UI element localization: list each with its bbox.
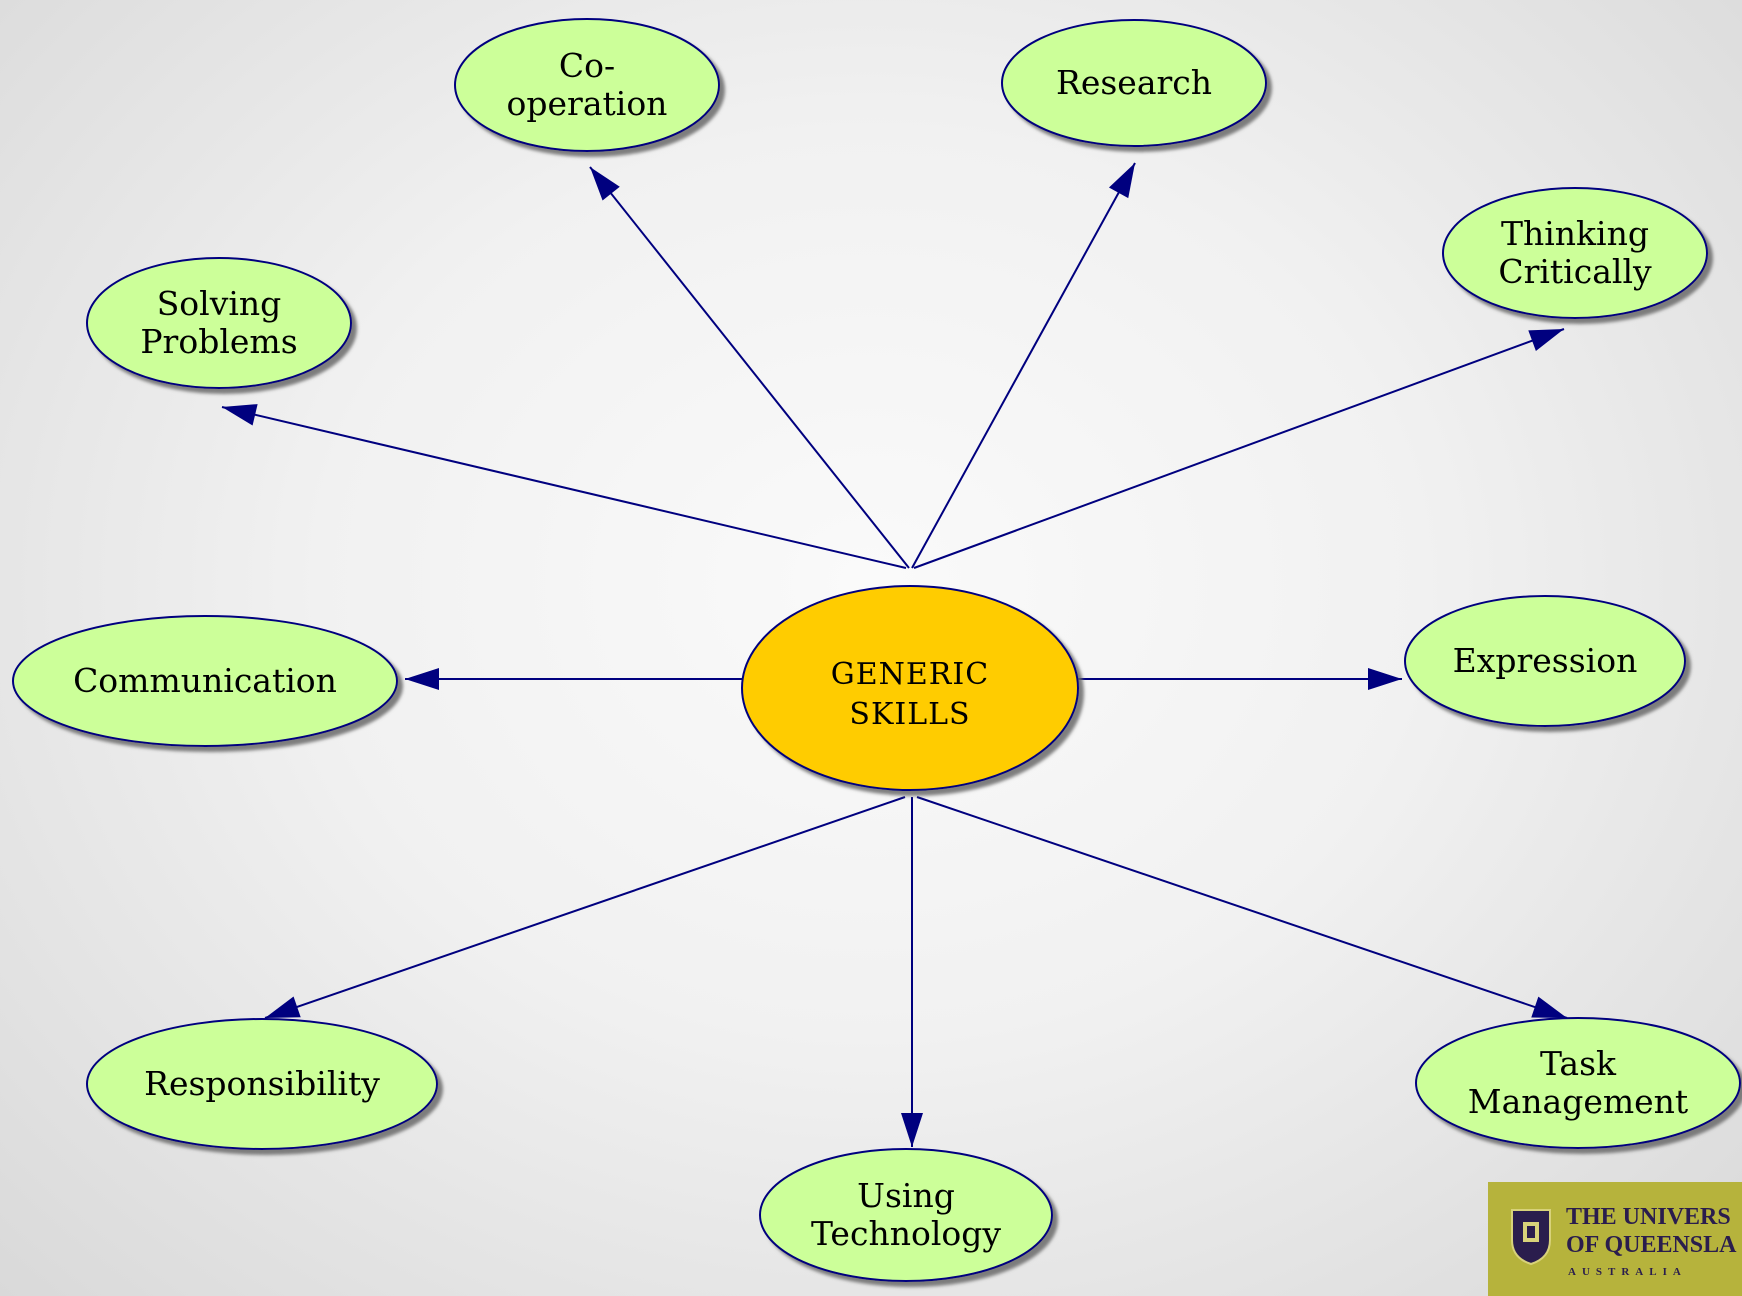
node-ellipse-research	[1001, 19, 1267, 147]
node-ellipse-expression	[1404, 595, 1686, 727]
node-label-thinking-critically-1: Thinking	[1501, 214, 1649, 253]
center-label-line1: GENERIC	[831, 657, 989, 692]
node-ellipse-task-management	[1415, 1017, 1741, 1149]
node-label-research-1: Research	[1056, 63, 1212, 102]
node-ellipse-thinking-critically	[1442, 187, 1708, 319]
arrowhead-using-technology	[901, 1113, 923, 1147]
node-ellipse-responsibility	[86, 1018, 438, 1150]
node-label-communication-1: Communication	[73, 661, 337, 700]
node-label-thinking-critically-2: Critically	[1498, 252, 1652, 291]
arrowhead-solving-problems	[222, 404, 258, 426]
arrowhead-research	[1108, 163, 1135, 199]
crest-icon	[1511, 1209, 1551, 1266]
logo-line2: OF QUEENSLA	[1566, 1232, 1737, 1258]
node-ellipse-using-technology	[759, 1148, 1053, 1282]
university-logo: THE UNIVERS OF QUEENSLA AUSTRALIA	[1488, 1182, 1742, 1296]
arrowhead-thinking-critically	[1528, 329, 1564, 352]
logo-line3: AUSTRALIA	[1568, 1266, 1687, 1278]
node-label-co-operation-2: operation	[507, 84, 668, 123]
nodes: Co-operationResearchThinkingCriticallySo…	[12, 18, 1741, 1282]
connector-research	[911, 162, 1136, 569]
node-label-co-operation-1: Co-	[559, 46, 615, 85]
node-label-task-management-2: Management	[1468, 1082, 1688, 1121]
node-label-solving-problems-1: Solving	[157, 284, 282, 323]
center-ellipse	[741, 585, 1079, 791]
node-label-solving-problems-2: Problems	[140, 322, 297, 361]
arrowhead-responsibility	[265, 996, 301, 1018]
node-expression: Expression	[1404, 595, 1686, 727]
connector-solving-problems	[221, 406, 907, 569]
node-label-responsibility-1: Responsibility	[144, 1064, 380, 1103]
connector-responsibility	[264, 796, 906, 1019]
connector-thinking-critically	[913, 328, 1565, 569]
center-node: GENERIC SKILLS	[741, 585, 1079, 791]
node-label-using-technology-2: Technology	[811, 1214, 1001, 1253]
arrowhead-co-operation	[590, 167, 620, 201]
node-label-task-management-1: Task	[1540, 1044, 1617, 1083]
logo-line1: THE UNIVERS	[1566, 1204, 1731, 1230]
arrowhead-communication	[405, 668, 439, 690]
node-ellipse-co-operation	[454, 18, 720, 152]
center-label-line2: SKILLS	[849, 697, 970, 732]
node-label-using-technology-1: Using	[857, 1176, 955, 1215]
node-ellipse-communication	[12, 615, 398, 747]
node-ellipse-solving-problems	[86, 257, 352, 389]
connector-task-management	[916, 796, 1568, 1019]
connectors	[221, 162, 1568, 1147]
connector-co-operation	[589, 166, 910, 569]
arrowhead-expression	[1368, 668, 1402, 690]
node-communication: Communication	[12, 615, 398, 747]
node-research: Research	[1001, 19, 1267, 147]
arrowhead-task-management	[1531, 996, 1567, 1018]
node-responsibility: Responsibility	[86, 1018, 438, 1150]
node-label-expression-1: Expression	[1453, 641, 1638, 680]
node-co-operation: Co-operation	[454, 18, 720, 152]
